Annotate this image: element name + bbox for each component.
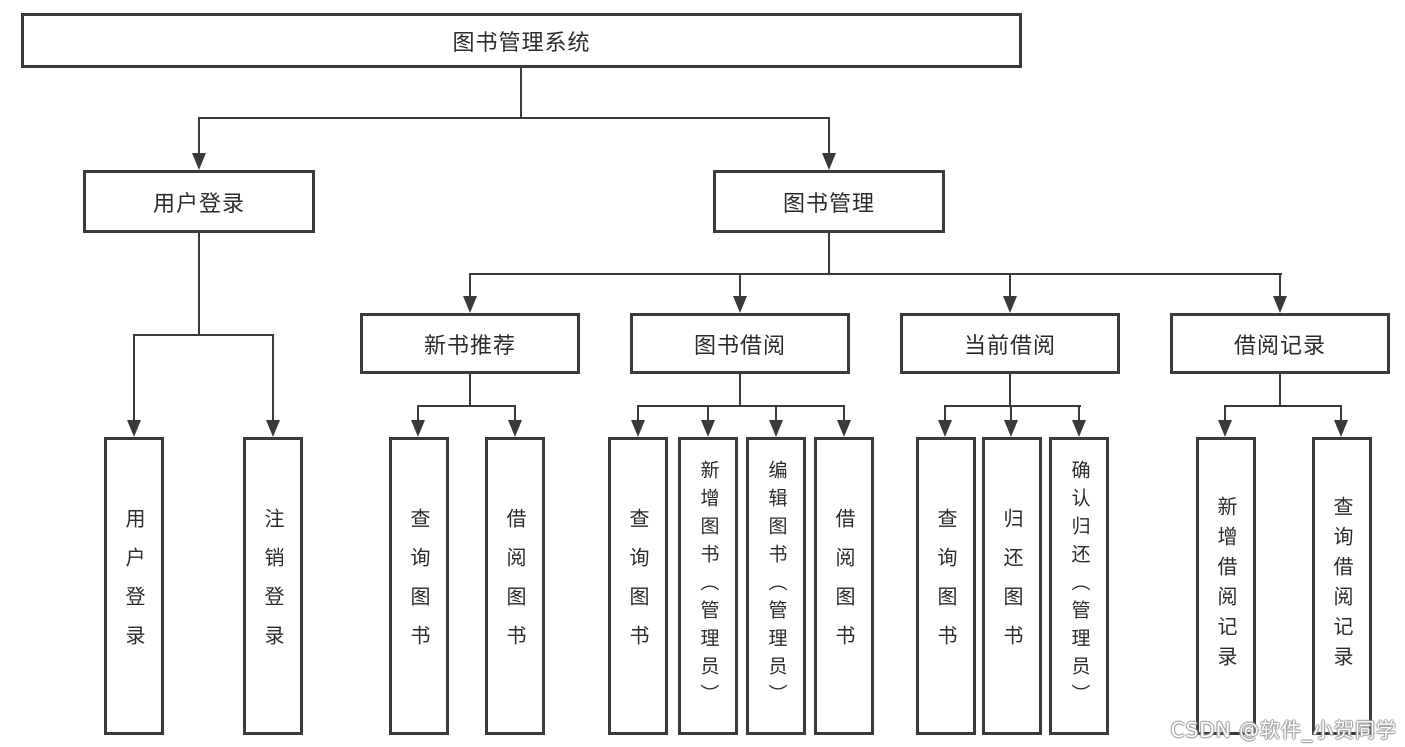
arrowhead-icon [1218, 420, 1232, 437]
arrowhead-icon [938, 420, 952, 437]
connector-line [637, 405, 845, 407]
connector-line [1279, 374, 1281, 407]
connector-line [944, 405, 946, 425]
leaf-borrow-books-1: 借阅图书 [485, 437, 545, 735]
node-label: 当前借阅 [963, 333, 1056, 359]
connector-line [739, 273, 741, 300]
leaf-return-books: 归还图书 [982, 437, 1042, 735]
connector-line [469, 374, 471, 407]
connector-line [133, 334, 135, 424]
leaf-label: 借阅图书 [832, 508, 856, 664]
arrowhead-icon [1273, 296, 1287, 313]
leaf-label: 注销登录 [261, 508, 285, 664]
arrowhead-icon [837, 420, 851, 437]
arrowhead-icon [1003, 296, 1017, 313]
connector-line [469, 273, 471, 300]
leaf-label: 新增借阅记录 [1214, 496, 1238, 676]
connector-line [514, 405, 516, 425]
connector-line [828, 117, 830, 157]
node-user-login: 用户登录 [83, 170, 315, 233]
leaf-query-borrow-record: 查询借阅记录 [1312, 437, 1372, 735]
arrowhead-icon [769, 420, 783, 437]
arrowhead-icon [463, 296, 477, 313]
leaf-label: 编辑图书（管理员） [765, 460, 788, 712]
arrowhead-icon [733, 296, 747, 313]
connector-line [198, 117, 200, 157]
node-label: 图书管理 [782, 191, 875, 217]
arrowhead-icon [1072, 420, 1086, 437]
node-new-book-recommend: 新书推荐 [360, 313, 580, 374]
arrowhead-icon [1334, 420, 1348, 437]
csdn-watermark: CSDN @软件_小贺同学 [1170, 718, 1397, 742]
leaf-edit-books-admin: 编辑图书（管理员） [746, 437, 806, 735]
connector-line [198, 233, 200, 336]
node-label: 图书管理系统 [452, 30, 591, 56]
connector-line [417, 405, 516, 407]
connector-line [1010, 405, 1012, 425]
leaf-query-books-3: 查询图书 [916, 437, 976, 735]
node-label: 新书推荐 [423, 333, 516, 359]
leaf-label: 用户登录 [122, 508, 146, 664]
arrowhead-icon [192, 153, 206, 170]
connector-line [944, 405, 1081, 407]
leaf-label: 借阅图书 [503, 508, 527, 664]
arrowhead-icon [822, 153, 836, 170]
leaf-confirm-return-admin: 确认归还（管理员） [1049, 437, 1109, 735]
node-book-borrowing: 图书借阅 [630, 313, 850, 374]
connector-line [520, 68, 522, 118]
node-borrowing-records: 借阅记录 [1170, 313, 1390, 374]
arrowhead-icon [631, 420, 645, 437]
connector-line [1009, 374, 1011, 407]
leaf-logout: 注销登录 [243, 437, 303, 735]
connector-line [1340, 405, 1342, 425]
connector-line [1224, 405, 1226, 425]
arrowhead-icon [411, 420, 425, 437]
leaf-label: 新增图书（管理员） [697, 460, 720, 712]
leaf-label: 查询借阅记录 [1330, 496, 1354, 676]
node-label: 借阅记录 [1233, 333, 1326, 359]
leaf-add-books-admin: 新增图书（管理员） [678, 437, 738, 735]
connector-line [272, 334, 274, 424]
arrowhead-icon [127, 420, 141, 437]
connector-line [828, 233, 830, 275]
connector-line [198, 117, 830, 119]
leaf-query-books-1: 查询图书 [389, 437, 449, 735]
connector-line [775, 405, 777, 425]
arrowhead-icon [701, 420, 715, 437]
leaf-label: 归还图书 [1000, 508, 1024, 664]
leaf-borrow-books-2: 借阅图书 [814, 437, 874, 735]
connector-line [739, 374, 741, 407]
connector-line [843, 405, 845, 425]
node-label: 用户登录 [152, 191, 245, 217]
leaf-query-books-2: 查询图书 [608, 437, 668, 735]
node-label: 图书借阅 [693, 333, 786, 359]
connector-line [1224, 405, 1342, 407]
arrowhead-icon [508, 420, 522, 437]
leaf-add-borrow-record: 新增借阅记录 [1196, 437, 1256, 735]
node-book-management: 图书管理 [713, 170, 945, 233]
arrowhead-icon [266, 420, 280, 437]
node-current-borrowing: 当前借阅 [900, 313, 1120, 374]
connector-line [1279, 273, 1281, 300]
connector-line [1009, 273, 1011, 300]
leaf-label: 确认归还（管理员） [1068, 460, 1091, 712]
connector-line [133, 334, 274, 336]
connector-line [707, 405, 709, 425]
arrowhead-icon [1004, 420, 1018, 437]
connector-line [637, 405, 639, 425]
connector-line [417, 405, 419, 425]
leaf-user-login: 用户登录 [104, 437, 164, 735]
leaf-label: 查询图书 [626, 508, 650, 664]
leaf-label: 查询图书 [934, 508, 958, 664]
node-library-management-system: 图书管理系统 [21, 13, 1022, 68]
leaf-label: 查询图书 [407, 508, 431, 664]
connector-line [469, 273, 1282, 275]
connector-line [1078, 405, 1080, 425]
